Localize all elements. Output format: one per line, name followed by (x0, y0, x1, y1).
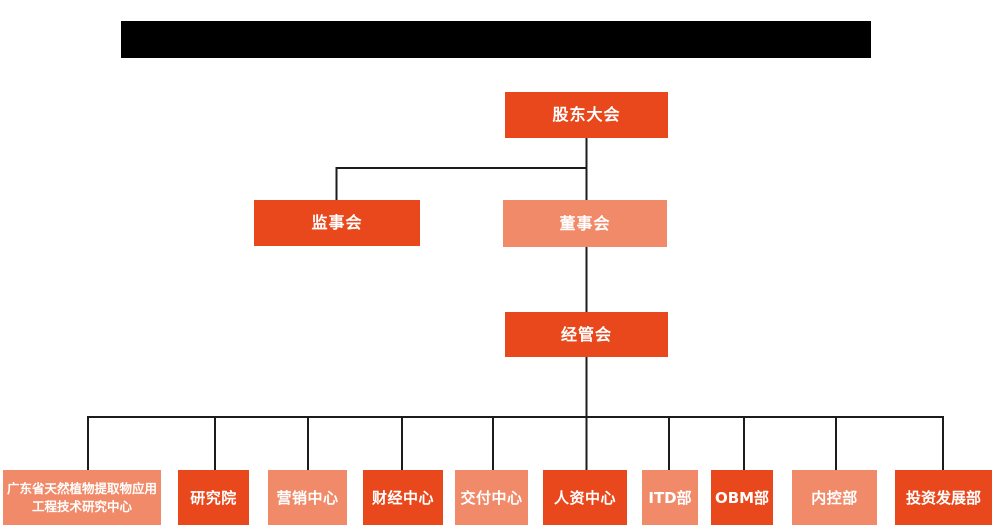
redacted-title-bar (121, 21, 871, 58)
node-board-of-directors: 董事会 (503, 200, 667, 247)
node-shareholders-meeting: 股东大会 (505, 92, 668, 138)
node-dept-research-institute: 研究院 (178, 470, 249, 525)
node-dept-guangdong-research-center: 广东省天然植物提取物应用工程技术研究中心 (3, 470, 161, 525)
node-dept-delivery-center: 交付中心 (455, 470, 528, 525)
node-dept-investment-development: 投资发展部 (895, 470, 992, 525)
node-supervisory-board: 监事会 (254, 200, 420, 246)
node-dept-finance-center: 财经中心 (363, 470, 443, 525)
node-management-committee: 经管会 (505, 312, 668, 357)
node-dept-marketing-center: 营销中心 (268, 470, 347, 525)
node-dept-itd: ITD部 (642, 470, 698, 525)
node-dept-obm: OBM部 (711, 470, 773, 525)
node-dept-internal-control: 内控部 (792, 470, 877, 525)
node-dept-hr-center: 人资中心 (543, 470, 627, 525)
